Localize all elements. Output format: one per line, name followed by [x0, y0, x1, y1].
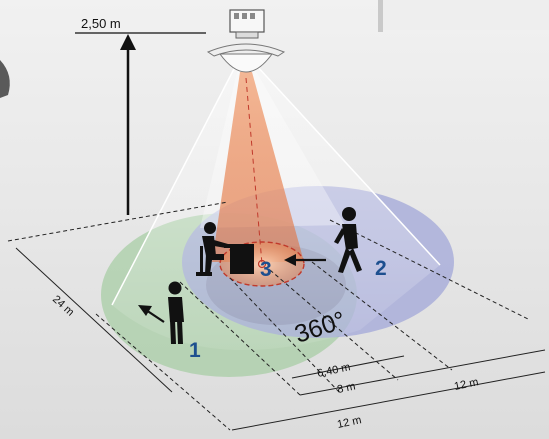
- motion-arrow-1-head: [138, 305, 152, 316]
- standing-person-icon: [168, 281, 184, 344]
- motion-arrow-2-head: [284, 254, 296, 266]
- zone-1-number: 1: [189, 339, 201, 362]
- cone-edge-left: [111, 64, 237, 306]
- background-object: [0, 60, 10, 98]
- seated-person-icon: [196, 222, 228, 276]
- radius-inner-label: 6,40 m: [316, 361, 351, 380]
- cone-edge-right: [255, 64, 441, 266]
- diameter-label: 24 m: [50, 293, 76, 318]
- center-point: [257, 259, 267, 269]
- zone-3-ring: [219, 241, 305, 287]
- desk-icon: [224, 244, 254, 274]
- height-label: 2,50 m: [81, 16, 121, 31]
- motion-arrow-1-shaft: [145, 309, 165, 323]
- radius-mid-label: 8 m: [336, 380, 356, 396]
- dimension-lines: [15, 247, 546, 431]
- background-wall: [378, 0, 549, 30]
- ceiling-sensor-icon: [206, 9, 286, 73]
- center-axis-line: [245, 77, 263, 265]
- background-wall-edge: [378, 0, 383, 32]
- radius-outer-right-label: 12 m: [453, 376, 479, 393]
- presence-beam: [212, 72, 304, 262]
- height-arrow-head: [120, 34, 136, 50]
- radius-outer-bottom-label: 12 m: [336, 414, 362, 431]
- walking-person-icon: [334, 207, 362, 273]
- zone-2-number: 2: [375, 257, 387, 280]
- zone-3-number: 3: [260, 258, 272, 281]
